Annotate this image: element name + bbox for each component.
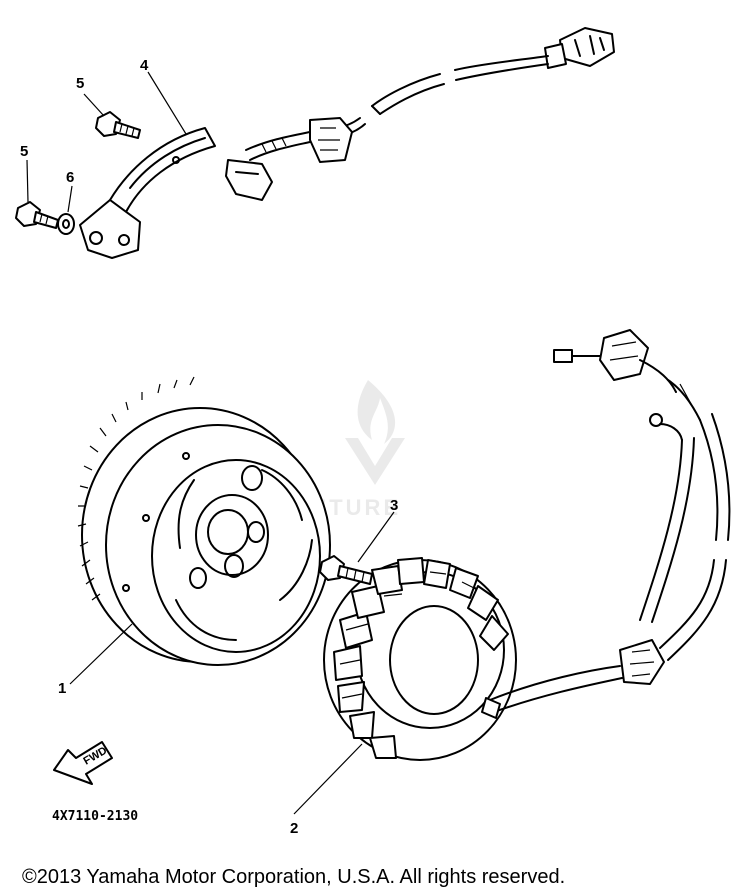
callout-4: 4 bbox=[140, 57, 149, 74]
pickup-coil-assembly bbox=[79, 27, 615, 259]
bolt-lower bbox=[15, 201, 59, 229]
part-code: 4X7110-2130 bbox=[52, 809, 138, 824]
stator-wire-harness bbox=[481, 329, 731, 719]
callout-6: 6 bbox=[66, 169, 74, 186]
watermark-logo bbox=[345, 380, 405, 485]
copyright-notice: ©2013 Yamaha Motor Corporation, U.S.A. A… bbox=[22, 866, 565, 888]
washer bbox=[57, 213, 75, 235]
callout-2: 2 bbox=[290, 820, 298, 837]
fwd-arrow-icon: FWD bbox=[53, 741, 113, 785]
bolt-3 bbox=[319, 555, 373, 585]
callout-5-lower: 5 bbox=[20, 143, 28, 160]
callout-1: 1 bbox=[58, 680, 66, 697]
callout-3: 3 bbox=[390, 497, 398, 514]
rotor-flywheel bbox=[77, 376, 331, 666]
callout-5-upper: 5 bbox=[76, 75, 84, 92]
bolt-upper bbox=[95, 111, 141, 139]
stator bbox=[323, 557, 517, 761]
